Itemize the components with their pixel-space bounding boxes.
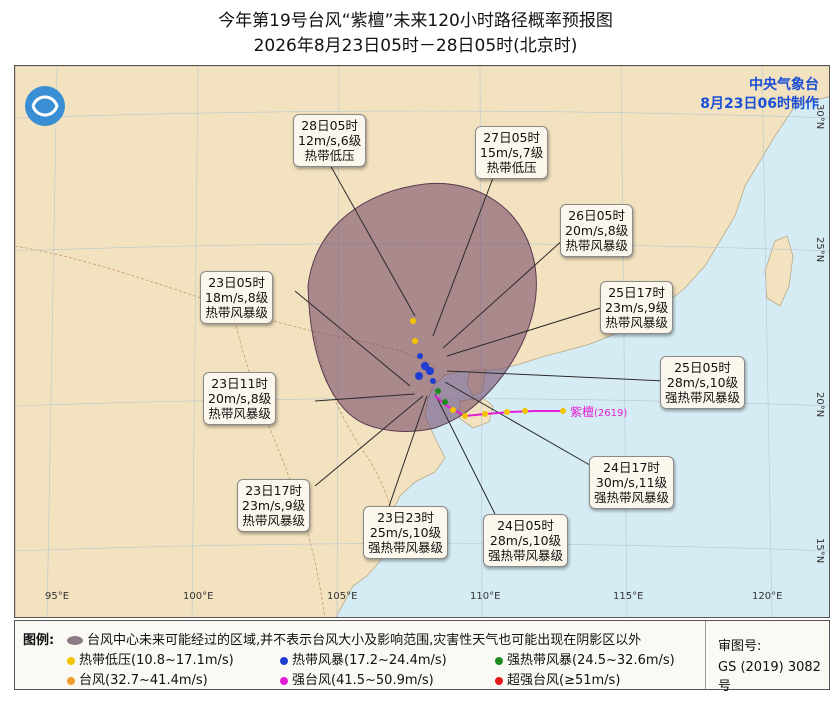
red-dot-icon <box>495 676 503 685</box>
lat-label: 25°N <box>814 237 825 263</box>
lon-label: 105°E <box>327 591 358 602</box>
cma-logo-icon <box>25 86 65 126</box>
map-title: 今年第19号台风“紫檀”未来120小时路径概率预报图 <box>218 11 613 31</box>
lat-label: 15°N <box>814 538 825 564</box>
legend: 图例: 台风中心未来可能经过的区域,并不表示台风大小及影响范围,灾害性天气也可能… <box>14 620 830 694</box>
issue-time: 8月23日06时制作 <box>700 96 819 112</box>
legend-item: 热带低压(10.8~17.1m/s) <box>67 649 234 668</box>
legend-title: 图例: <box>23 633 55 648</box>
yellow-dot-icon <box>67 656 75 665</box>
legend-item: 强热带风暴(24.5~32.6m/s) <box>495 649 675 668</box>
review-label: 审图号: <box>718 639 762 654</box>
orange-dot-icon <box>67 676 75 685</box>
agency-name: 中央气象台 <box>749 77 819 93</box>
review-info: 审图号: GS (2019) 3082号 <box>705 621 829 694</box>
label-connectors <box>294 155 666 519</box>
legend-item: 超强台风(≥51m/s) <box>495 669 620 688</box>
lat-label: 20°N <box>814 392 825 418</box>
country-border <box>234 320 326 617</box>
cone-swatch-icon <box>67 636 83 645</box>
magenta-dot-icon <box>280 676 288 685</box>
lon-label: 100°E <box>183 591 214 602</box>
land-taiwan <box>764 235 794 307</box>
map-canvas <box>15 66 829 617</box>
lon-label: 115°E <box>613 591 644 602</box>
legend-item: 台风(32.7~41.4m/s) <box>67 669 208 688</box>
map-subtitle: 2026年8月23日05时－28日05时(北京时) <box>253 36 578 56</box>
review-number: GS (2019) 3082号 <box>718 660 821 694</box>
lat-label: 30°N <box>814 104 825 130</box>
legend-cone: 台风中心未来可能经过的区域,并不表示台风大小及影响范围,灾害性天气也可能出现在阴… <box>67 629 641 648</box>
blue-dot-icon <box>280 656 288 665</box>
typhoon-name-label: 紫檀(2619) <box>570 405 628 419</box>
legend-item: 强台风(41.5~50.9m/s) <box>280 669 434 688</box>
green-dot-icon <box>495 656 503 665</box>
probability-cone <box>307 182 537 432</box>
lon-label: 95°E <box>45 591 70 602</box>
lon-label: 110°E <box>470 591 501 602</box>
legend-item: 热带风暴(17.2~24.4m/s) <box>280 649 447 668</box>
lon-label: 120°E <box>752 591 783 602</box>
track-points <box>410 318 566 419</box>
